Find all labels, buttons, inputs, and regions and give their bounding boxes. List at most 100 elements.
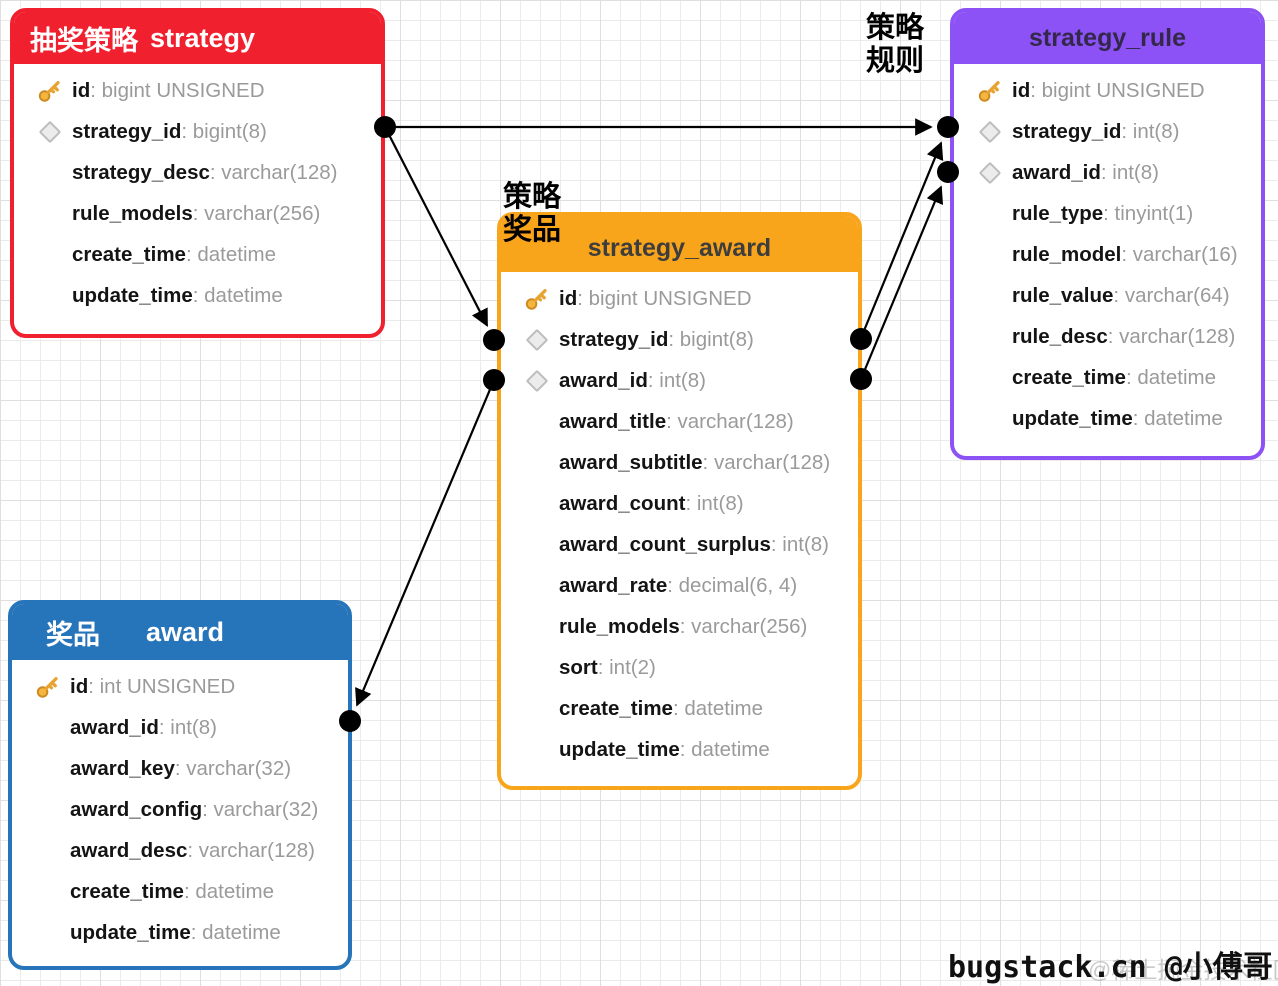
field-row-strategy_id: strategy_id: bigint(8): [14, 111, 381, 152]
label-line: 规则: [866, 45, 925, 77]
field-row-award_id: award_id: int(8): [501, 360, 858, 401]
label-strategy-award-cn: 策略奖品: [503, 181, 561, 247]
field-type: : datetime: [1132, 406, 1223, 430]
field-row-award_count: award_count: int(8): [501, 483, 858, 524]
field-name: update_time: [70, 920, 191, 944]
table-body: id: int UNSIGNED award_id: int(8) award_ke…: [12, 660, 348, 953]
field-row-award_count_surplus: award_count_surplus: int(8): [501, 524, 858, 565]
field-type: : varchar(128): [1107, 324, 1236, 348]
field-name: create_time: [1012, 365, 1126, 389]
field-row-id: id: bigint UNSIGNED: [954, 70, 1261, 111]
field-row-award_rate: award_rate: decimal(6, 4): [501, 565, 858, 606]
primary-key-icon: [36, 676, 58, 698]
field-name: update_time: [72, 283, 193, 307]
field-name: award_count: [559, 491, 686, 515]
field-row-award_title: award_title: varchar(128): [501, 401, 858, 442]
table-title-cn: 奖品: [46, 619, 100, 650]
field-name: award_id: [1012, 160, 1101, 184]
relation-connector-3: [859, 141, 944, 339]
field-name: strategy_id: [1012, 119, 1122, 143]
label-line: 策略: [866, 12, 925, 44]
field-type: : varchar(256): [192, 201, 321, 225]
field-row-id: id: bigint UNSIGNED: [501, 278, 858, 319]
field-type: : varchar(16): [1121, 242, 1238, 266]
field-row-id: id: bigint UNSIGNED: [14, 70, 381, 111]
field-name: rule_models: [72, 201, 193, 225]
field-type: : bigint(8): [181, 119, 267, 143]
primary-key-icon: [978, 80, 1000, 102]
field-row-create_time: create_time: datetime: [954, 357, 1261, 398]
field-type: : varchar(128): [209, 160, 338, 184]
field-name: update_time: [1012, 406, 1133, 430]
field-type: : bigint(8): [668, 327, 754, 351]
field-name: sort: [559, 655, 598, 679]
field-type: : int(8): [158, 715, 217, 739]
field-name: award_id: [70, 715, 159, 739]
field-row-create_time: create_time: datetime: [12, 871, 348, 912]
field-name: id: [70, 674, 89, 698]
field-row-rule_value: rule_value: varchar(64): [954, 275, 1261, 316]
field-type: : varchar(256): [679, 614, 808, 638]
primary-key-icon: [525, 288, 547, 310]
primary-key-icon: [38, 80, 60, 102]
credit-text: bugstack.cn @小傅哥: [948, 950, 1273, 985]
field-row-sort: sort: int(2): [501, 647, 858, 688]
relation-connector-4: [859, 185, 944, 380]
field-type: : varchar(64): [1113, 283, 1230, 307]
field-row-create_time: create_time: datetime: [501, 688, 858, 729]
field-type: : varchar(32): [174, 756, 292, 780]
field-row-rule_models: rule_models: varchar(256): [14, 193, 381, 234]
field-type: : int(8): [1100, 160, 1159, 184]
field-type: : int(8): [647, 368, 706, 392]
field-row-rule_model: rule_model: varchar(16): [954, 234, 1261, 275]
field-name: create_time: [70, 879, 184, 903]
field-row-award_subtitle: award_subtitle: varchar(128): [501, 442, 858, 483]
field-name: award_rate: [559, 573, 668, 597]
field-type: : bigint UNSIGNED: [90, 78, 265, 102]
field-name: id: [1012, 78, 1031, 102]
field-type: : datetime: [185, 242, 276, 266]
index-icon-cell: [515, 369, 559, 392]
field-row-award_id: award_id: int(8): [954, 152, 1261, 193]
field-name: award_desc: [70, 838, 188, 862]
field-type: : int(8): [770, 532, 829, 556]
label-line: 奖品: [503, 214, 562, 246]
index-diamond-icon: [525, 369, 549, 392]
relation-connector-2: [355, 379, 496, 707]
field-name: award_title: [559, 409, 667, 433]
primary-key-icon-cell: [26, 674, 70, 700]
field-type: : varchar(32): [202, 797, 319, 821]
field-row-strategy_id: strategy_id: bigint(8): [501, 319, 858, 360]
field-row-award_key: award_key: varchar(32): [12, 748, 348, 789]
field-name: create_time: [559, 696, 673, 720]
table-title: strategy: [150, 22, 256, 53]
field-name: award_subtitle: [559, 450, 703, 474]
field-name: strategy_id: [559, 327, 669, 351]
index-icon-cell: [968, 120, 1012, 143]
field-name: rule_models: [559, 614, 680, 638]
site-watermark: @稀土掘金技术社区: [1088, 957, 1278, 983]
field-name: award_key: [70, 756, 175, 780]
field-row-strategy_id: strategy_id: int(8): [954, 111, 1261, 152]
field-name: award_config: [70, 797, 203, 821]
field-type: : datetime: [672, 696, 763, 720]
table-header-strategy_award: strategy_award: [501, 216, 858, 272]
field-name: strategy_id: [72, 119, 182, 143]
field-name: update_time: [559, 737, 680, 761]
field-row-id: id: int UNSIGNED: [12, 666, 348, 707]
field-type: : varchar(128): [666, 409, 794, 433]
field-type: : datetime: [190, 920, 281, 944]
index-icon-cell: [28, 120, 72, 143]
field-row-award_config: award_config: varchar(32): [12, 789, 348, 830]
field-type: : varchar(128): [187, 838, 315, 862]
field-name: rule_value: [1012, 283, 1114, 307]
field-row-create_time: create_time: datetime: [14, 234, 381, 275]
table-title: strategy_rule: [1028, 23, 1187, 52]
field-name: rule_desc: [1012, 324, 1108, 348]
